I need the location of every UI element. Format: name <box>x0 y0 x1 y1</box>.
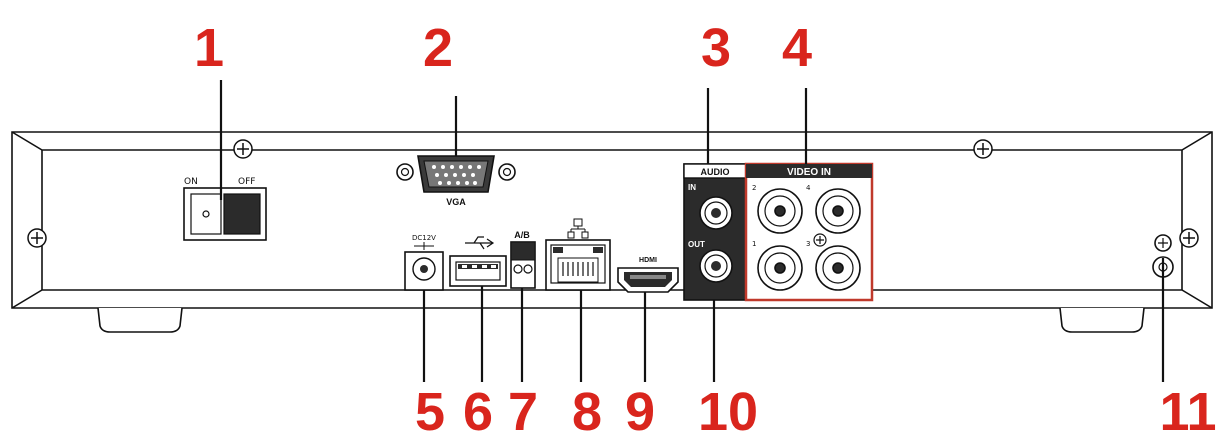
video-port-number: 3 <box>806 240 810 248</box>
callout-9: 9 <box>625 382 655 437</box>
hdmi-label: HDMI <box>639 257 657 264</box>
callout-3: 3 <box>701 18 731 78</box>
switch-off-label: OFF <box>238 177 255 187</box>
callout-8: 8 <box>572 382 602 437</box>
polarity-icon <box>414 242 434 250</box>
network-icon <box>567 218 589 239</box>
screw-icon <box>27 139 1199 248</box>
vga-port[interactable]: VGA <box>396 155 516 207</box>
audio-header: AUDIO <box>701 167 730 177</box>
usb-port[interactable] <box>449 236 507 287</box>
audio-in-label: IN <box>688 183 696 192</box>
audio-ports[interactable]: AUDIO IN OUT <box>683 163 751 301</box>
callout-4: 4 <box>782 18 812 78</box>
alarm-label: A/B <box>514 230 530 240</box>
chassis <box>11 131 1213 309</box>
video-in-ports[interactable]: VIDEO IN 2 4 1 3 <box>744 162 874 302</box>
power-switch[interactable]: ON OFF <box>183 177 267 241</box>
video-port-number: 2 <box>752 184 756 192</box>
callout-6: 6 <box>463 382 493 437</box>
callout-1: 1 <box>194 18 224 78</box>
rubber-feet <box>97 307 1145 333</box>
bnc-connector[interactable] <box>757 188 861 291</box>
network-port[interactable] <box>545 218 611 291</box>
callout-11: 11 <box>1159 382 1216 437</box>
power-input[interactable]: DC12V <box>404 234 444 291</box>
video-port-number: 1 <box>752 240 756 248</box>
vga-label: VGA <box>446 197 466 207</box>
screw-icon <box>813 233 827 247</box>
hdmi-port[interactable]: HDMI <box>617 257 679 293</box>
video-in-header: VIDEO IN <box>787 167 831 178</box>
power-label: DC12V <box>412 234 436 242</box>
usb-icon <box>465 236 495 250</box>
callout-numbers: 1 2 3 4 5 6 7 8 9 10 11 <box>194 18 1217 437</box>
video-port-number: 4 <box>806 184 811 192</box>
alarm-terminal[interactable]: A/B <box>510 230 536 289</box>
callout-2: 2 <box>423 18 453 78</box>
audio-out-label: OUT <box>688 240 705 249</box>
callout-7: 7 <box>508 382 538 437</box>
callout-5: 5 <box>415 382 445 437</box>
switch-on-label: ON <box>184 177 198 187</box>
callout-10: 10 <box>698 382 758 437</box>
leader-lines <box>219 80 1165 382</box>
